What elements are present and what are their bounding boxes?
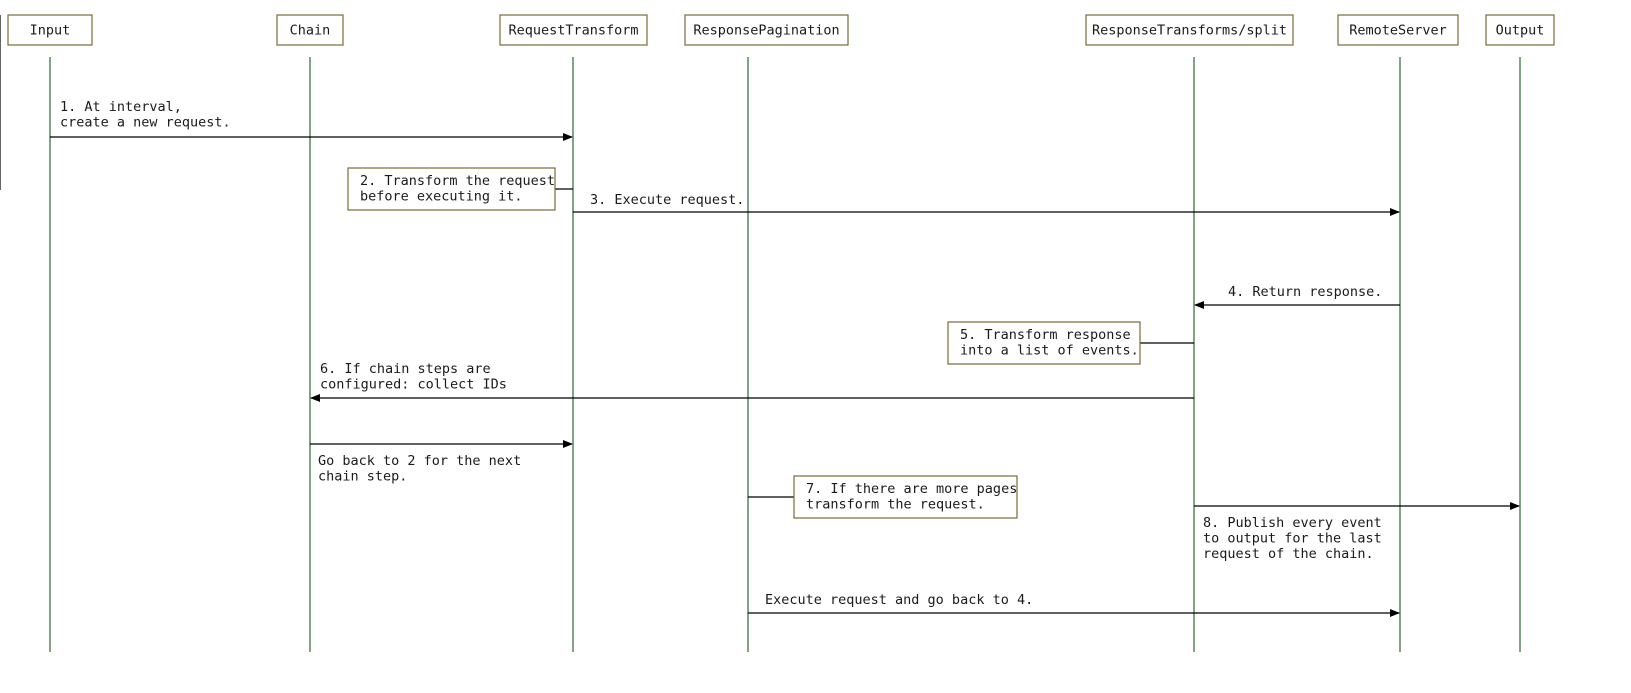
message-msg-4: 4. Return response. [1194,284,1400,309]
participant-box-output [1485,14,1555,46]
participant-box-reqxform [499,14,648,46]
participant-label-reqxform: RequestTransform [508,23,638,39]
participant-label-resppage: ResponsePagination [693,23,839,39]
participant-respxform[interactable]: ResponseTransforms/split [1085,14,1294,46]
participant-box-input [7,14,93,46]
lifelines-layer [49,57,1521,652]
participant-label-remote: RemoteServer [1349,23,1447,39]
participant-reqxform[interactable]: RequestTransform [499,14,648,46]
participant-label-respxform: ResponseTransforms/split [1092,23,1287,39]
message-label-msg-3: 3. Execute request. [590,192,744,208]
message-msg-3: 3. Execute request. [573,192,1400,216]
note-box-note-7 [793,475,1018,519]
participant-box-respxform [1085,14,1294,46]
participant-box-remote [1337,14,1459,46]
message-label-msg-1: 1. At interval,create a new request. [60,99,231,131]
participant-output[interactable]: Output [1485,14,1555,46]
message-msg-1: 1. At interval,create a new request. [50,99,573,141]
participant-resppage[interactable]: ResponsePagination [684,14,849,46]
participant-input[interactable]: Input [7,14,93,46]
message-msg-execute-goback4: Execute request and go back to 4. [748,592,1400,617]
note-box-note-5 [947,321,1141,365]
participant-label-input: Input [30,23,71,39]
participants-layer: Input Chain RequestTransform ResponsePagina… [7,14,1555,46]
message-label-msg-execute-goback4: Execute request and go back to 4. [765,592,1033,608]
participant-label-chain: Chain [290,23,331,39]
participant-chain[interactable]: Chain [276,14,344,46]
participant-label-output: Output [1496,23,1545,39]
participant-box-resppage [684,14,849,46]
messages-layer: 1. At interval,create a new request. 3. E… [50,99,1520,617]
note-box-note-2 [347,167,556,211]
message-label-msg-4: 4. Return response. [1228,284,1382,300]
participant-box-chain [276,14,344,46]
participant-remote[interactable]: RemoteServer [1337,14,1459,46]
